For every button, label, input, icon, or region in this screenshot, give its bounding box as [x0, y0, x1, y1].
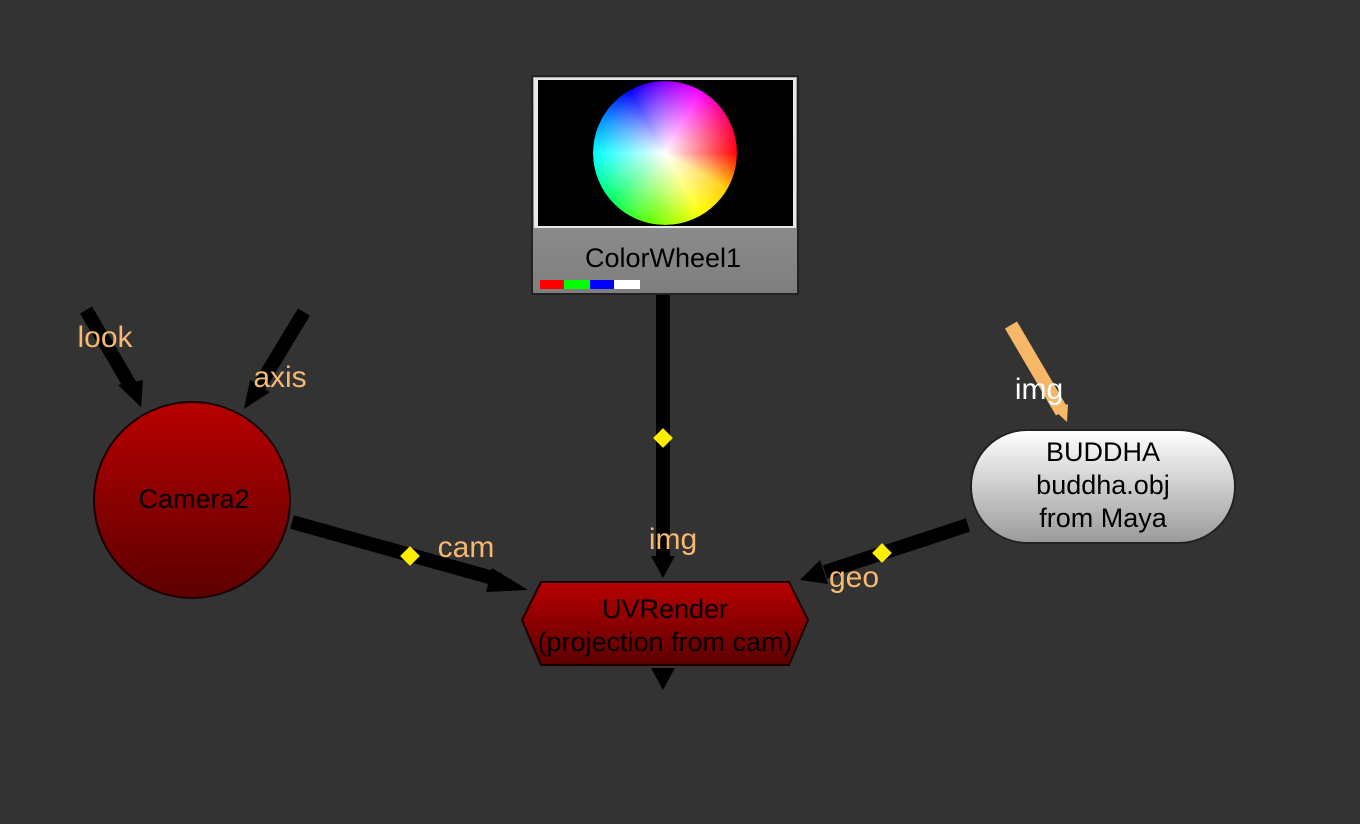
- channel-green: [564, 280, 590, 289]
- channel-red: [540, 280, 564, 289]
- node-camera[interactable]: Camera2: [93, 401, 291, 599]
- edge-colorwheel-to-uvrender[interactable]: [651, 294, 675, 578]
- input-axis-arrow[interactable]: [244, 308, 310, 409]
- buddha-source: from Maya: [1039, 503, 1168, 533]
- input-label-geo: geo: [829, 561, 879, 594]
- uvrender-title: UVRender: [602, 594, 728, 624]
- input-label-axis: axis: [253, 361, 306, 394]
- uvrender-subtitle: (projection from cam): [537, 627, 792, 657]
- input-look-arrow[interactable]: [79, 306, 143, 407]
- node-uvrender[interactable]: UVRender (projection from cam): [520, 581, 810, 666]
- edge-dot[interactable]: [400, 546, 420, 566]
- node-buddha[interactable]: BUDDHA buddha.obj from Maya: [970, 429, 1236, 544]
- input-label-buddha-img: img: [1015, 373, 1063, 406]
- edge-dot[interactable]: [872, 543, 892, 563]
- edge-dot[interactable]: [653, 428, 673, 448]
- buddha-title: BUDDHA: [1046, 437, 1160, 467]
- camera-label: Camera2: [138, 484, 249, 514]
- channel-blue: [590, 280, 614, 289]
- node-colorwheel[interactable]: ColorWheel1: [531, 75, 799, 295]
- input-label-img: img: [649, 523, 697, 556]
- buddha-file: buddha.obj: [1036, 470, 1170, 500]
- channel-alpha: [614, 280, 640, 289]
- colorwheel-label: ColorWheel1: [585, 243, 741, 273]
- input-label-look: look: [77, 321, 133, 354]
- input-label-cam: cam: [438, 531, 495, 564]
- uvrender-output-arrow[interactable]: [651, 668, 675, 690]
- color-wheel-image: [593, 81, 737, 225]
- input-buddha-img-arrow[interactable]: [1004, 321, 1069, 422]
- edge-camera-to-uvrender[interactable]: [290, 515, 528, 592]
- edge-buddha-to-uvrender[interactable]: [800, 518, 971, 584]
